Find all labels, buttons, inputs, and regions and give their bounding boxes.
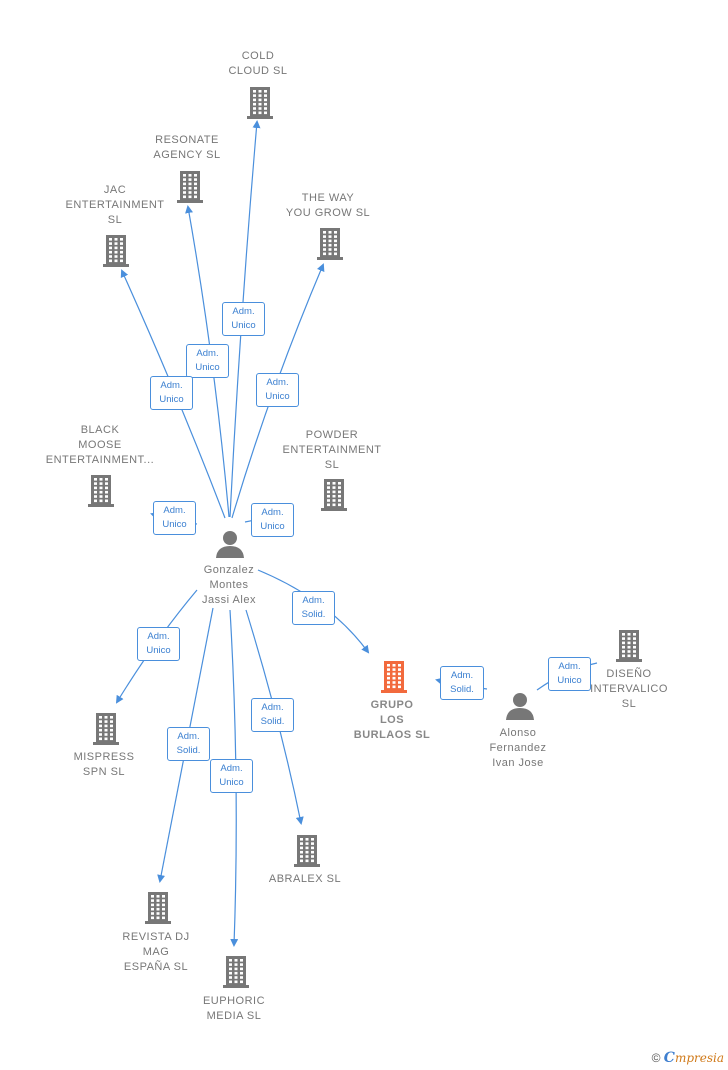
building-icon[interactable] (144, 890, 172, 929)
node-label-cold_cloud[interactable]: COLD CLOUD SL (228, 50, 288, 77)
node-label-euphoric[interactable]: EUPHORIC MEDIA SL (202, 995, 266, 1022)
node-label-resonate[interactable]: RESONATE AGENCY SL (153, 134, 221, 161)
person-icon[interactable] (505, 692, 535, 725)
node-label-mispress[interactable]: MISPRESS SPN SL (73, 751, 135, 778)
node-label-gonzalez[interactable]: Gonzalez Montes Jassi Alex (202, 564, 256, 606)
copyright-symbol: © (651, 1051, 661, 1065)
node-label-the_way[interactable]: THE WAY YOU GROW SL (285, 192, 371, 219)
building-icon[interactable] (316, 226, 344, 265)
building-icon[interactable] (380, 659, 408, 698)
building-icon[interactable] (102, 233, 130, 272)
empresia-watermark: © Cmpresia (652, 1050, 724, 1066)
edge-label-alonso-diseno[interactable]: Adm. Unico (548, 657, 591, 691)
edge-label-gonzalez-grupo[interactable]: Adm. Solid. (292, 591, 335, 625)
edge-label-gonzalez-revista[interactable]: Adm. Solid. (167, 727, 210, 761)
edge-label-gonzalez-black_moose[interactable]: Adm. Unico (153, 501, 196, 535)
node-label-abralex[interactable]: ABRALEX SL (268, 873, 342, 885)
empresia-logo-initial: C (663, 1050, 675, 1066)
building-icon[interactable] (222, 954, 250, 993)
empresia-logo-text: mpresia (674, 1051, 724, 1065)
edge-label-gonzalez-cold_cloud[interactable]: Adm. Unico (222, 302, 265, 336)
person-icon[interactable] (215, 530, 245, 563)
node-label-revista[interactable]: REVISTA DJ MAG ESPAÑA SL (122, 931, 190, 973)
building-icon[interactable] (87, 473, 115, 512)
edge-label-alonso-grupo[interactable]: Adm. Solid. (440, 666, 484, 700)
building-icon[interactable] (320, 477, 348, 516)
node-label-diseno[interactable]: DISEÑO INTERVALICO SL (590, 668, 668, 710)
node-label-jac[interactable]: JAC ENTERTAINMENT SL (65, 184, 165, 226)
edge-label-gonzalez-euphoric[interactable]: Adm. Unico (210, 759, 253, 793)
edge-label-gonzalez-powder[interactable]: Adm. Unico (251, 503, 294, 537)
edge-label-gonzalez-resonate[interactable]: Adm. Unico (186, 344, 229, 378)
building-icon[interactable] (176, 169, 204, 208)
node-label-grupo[interactable]: GRUPO LOS BURLAOS SL (353, 699, 431, 741)
building-icon[interactable] (246, 85, 274, 124)
edge-label-gonzalez-mispress[interactable]: Adm. Unico (137, 627, 180, 661)
edge-label-gonzalez-jac[interactable]: Adm. Unico (150, 376, 193, 410)
edge-label-gonzalez-abralex[interactable]: Adm. Solid. (251, 698, 294, 732)
building-icon[interactable] (92, 711, 120, 750)
empresia-logo: Cmpresia (663, 1050, 724, 1066)
node-label-powder[interactable]: POWDER ENTERTAINMENT SL (282, 429, 382, 471)
edge-label-gonzalez-the_way[interactable]: Adm. Unico (256, 373, 299, 407)
node-label-alonso[interactable]: Alonso Fernandez Ivan Jose (489, 727, 547, 769)
node-label-black_moose[interactable]: BLACK MOOSE ENTERTAINMENT... (45, 424, 155, 466)
building-icon[interactable] (615, 628, 643, 667)
building-icon[interactable] (293, 833, 321, 872)
